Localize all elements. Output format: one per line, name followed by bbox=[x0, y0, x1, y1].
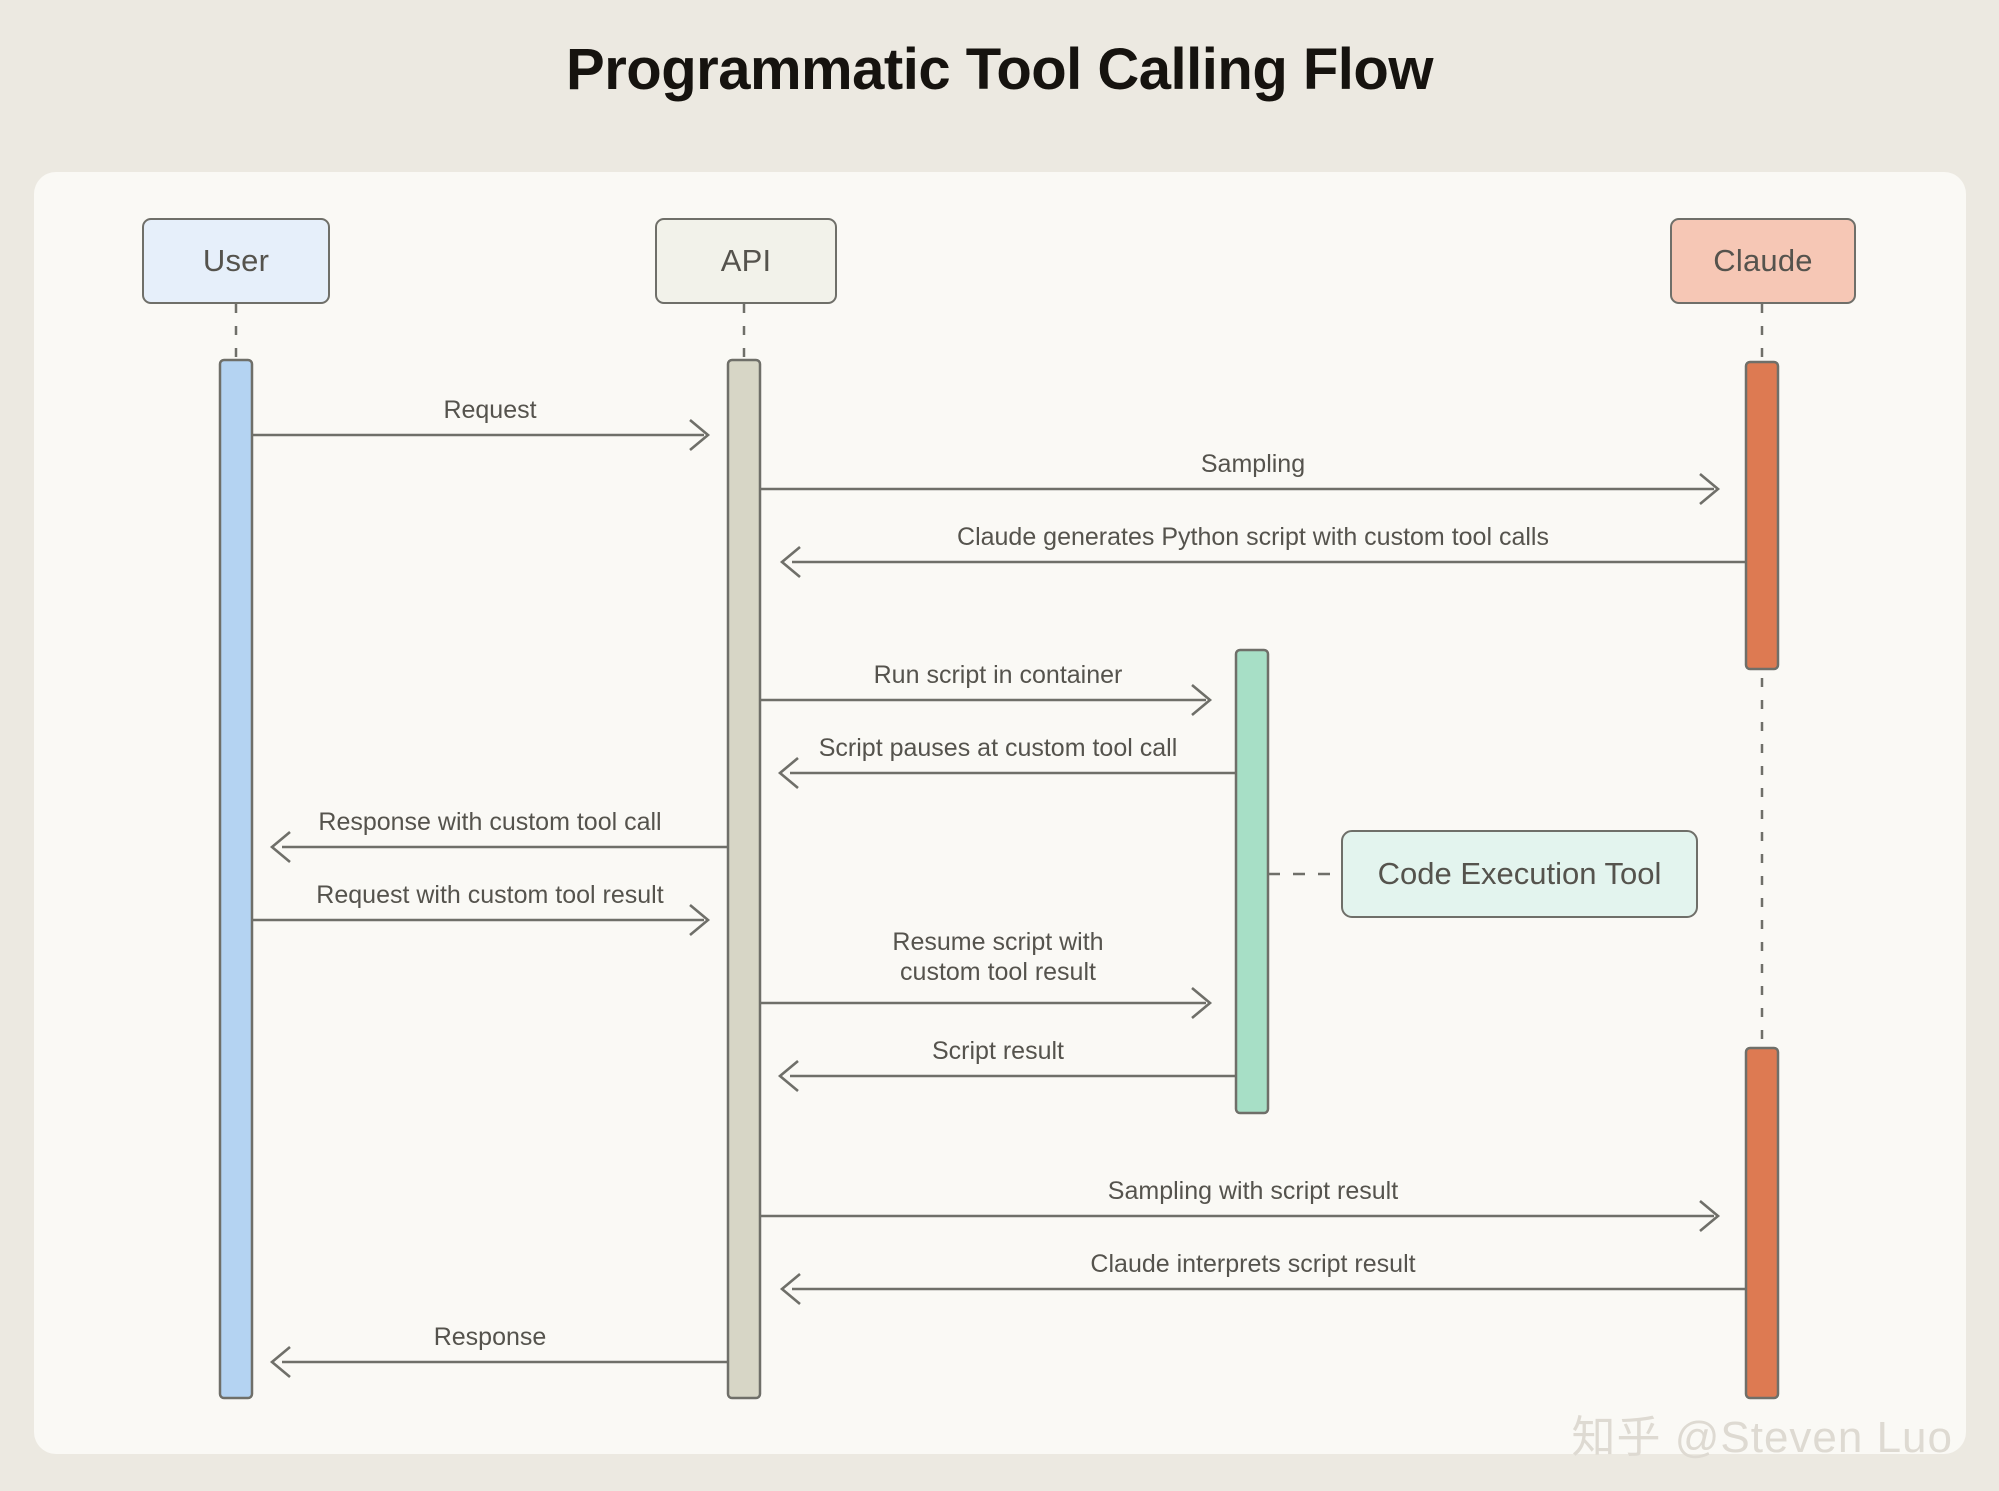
message-label-claude-generates-script: Claude generates Python script with cust… bbox=[957, 523, 1549, 551]
arrowhead-claude-generates-script bbox=[779, 546, 801, 578]
message-label-claude-interprets-script-result: Claude interprets script result bbox=[1090, 1250, 1416, 1278]
arrowhead-script-pauses bbox=[777, 757, 799, 789]
activation-bar-claude-upper bbox=[1744, 360, 1780, 671]
note-code-execution-tool[interactable]: Code Execution Tool bbox=[1341, 830, 1698, 918]
arrowhead-sampling bbox=[1699, 473, 1721, 505]
message-label-resume-script: Resume script with custom tool result bbox=[892, 928, 1104, 986]
diagram-canvas bbox=[34, 172, 1966, 1454]
participant-claude[interactable]: Claude bbox=[1670, 218, 1856, 304]
arrowhead-resume-script bbox=[1191, 987, 1213, 1019]
arrowhead-request-with-custom-tool-result bbox=[689, 904, 711, 936]
participant-api[interactable]: API bbox=[655, 218, 837, 304]
arrowhead-response-with-custom-tool-call bbox=[269, 831, 291, 863]
message-label-request-with-custom-tool-result: Request with custom tool result bbox=[316, 881, 664, 909]
arrowhead-sampling-with-script-result bbox=[1699, 1200, 1721, 1232]
participant-user-label: User bbox=[202, 243, 270, 278]
arrowhead-request bbox=[689, 419, 711, 451]
arrowhead-response bbox=[269, 1346, 291, 1378]
activation-bar-claude-lower bbox=[1744, 1046, 1780, 1400]
activation-bar-code-execution bbox=[1234, 648, 1270, 1115]
watermark: 知乎 @Steven Luo bbox=[1571, 1413, 1953, 1462]
participant-user[interactable]: User bbox=[142, 218, 330, 304]
message-label-response: Response bbox=[433, 1323, 547, 1351]
arrowhead-claude-interprets-script-result bbox=[779, 1273, 801, 1305]
message-label-sampling: Sampling bbox=[1200, 450, 1306, 478]
message-label-script-result: Script result bbox=[932, 1037, 1064, 1065]
arrowhead-script-result bbox=[777, 1060, 799, 1092]
activation-bar-user bbox=[218, 358, 254, 1400]
note-code-execution-tool-label: Code Execution Tool bbox=[1377, 856, 1662, 891]
message-label-sampling-with-script-result: Sampling with script result bbox=[1107, 1177, 1399, 1205]
message-label-response-with-custom-tool-call: Response with custom tool call bbox=[318, 808, 662, 836]
page-title: Programmatic Tool Calling Flow bbox=[566, 37, 1433, 102]
activation-bar-api bbox=[726, 358, 762, 1400]
arrowhead-run-script-in-container bbox=[1191, 684, 1213, 716]
participant-claude-label: Claude bbox=[1713, 243, 1813, 278]
participant-api-label: API bbox=[720, 243, 772, 278]
message-label-run-script-in-container: Run script in container bbox=[873, 661, 1123, 689]
message-label-script-pauses: Script pauses at custom tool call bbox=[818, 734, 1178, 762]
message-label-request: Request bbox=[443, 396, 537, 424]
